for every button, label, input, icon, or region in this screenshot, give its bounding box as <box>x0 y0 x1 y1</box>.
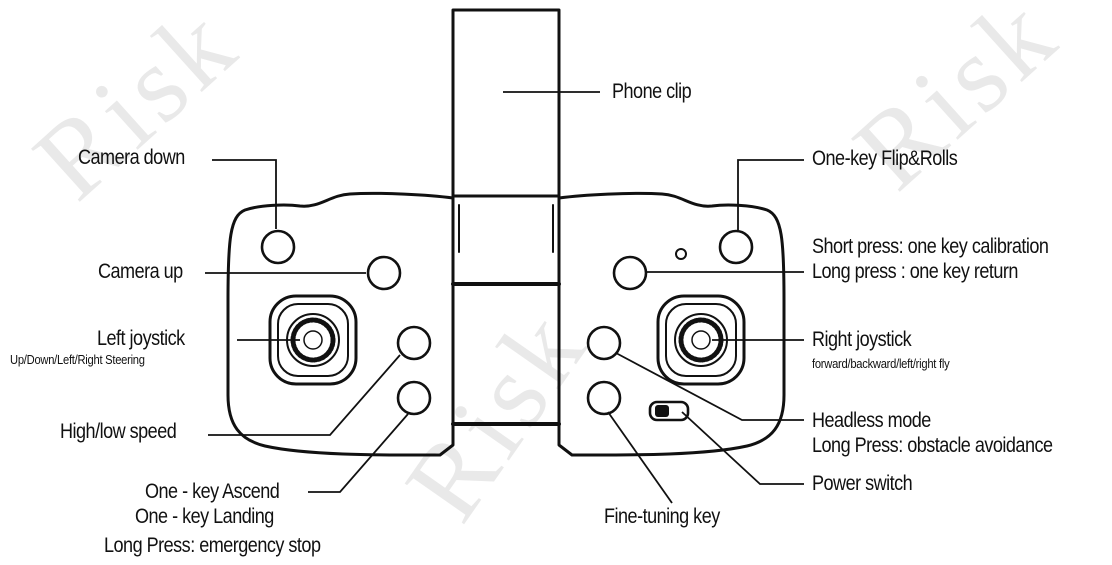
flip-rolls-leader <box>737 159 804 230</box>
flip-rolls-label: One-key Flip&Rolls <box>812 147 958 170</box>
fine-tuning-label: Fine-tuning key <box>604 505 720 528</box>
ascend-label: One - key Ascend <box>145 480 280 503</box>
clip-arm <box>451 194 561 286</box>
landing-label: One - key Landing <box>135 505 274 528</box>
power-switch-leader <box>681 411 804 485</box>
right-joystick-desc: forward/backward/left/right fly <box>812 356 950 371</box>
high-low-speed-button <box>396 325 432 361</box>
ascend-landing-button <box>396 380 432 416</box>
camera-down-button <box>260 229 296 265</box>
phone-clip-label: Phone clip <box>612 80 692 103</box>
headless-mode-label: Headless mode <box>812 409 931 432</box>
calibration-label: Short press: one key calibration <box>812 235 1049 258</box>
indicator-led <box>675 248 687 260</box>
flip-rolls-button <box>718 229 754 265</box>
ascend-leader <box>308 413 409 493</box>
high-low-speed-leader <box>208 354 401 436</box>
headless-leader <box>615 352 804 421</box>
right-joystick-label: Right joystick <box>812 328 912 351</box>
right-body <box>557 191 786 457</box>
left-joystick-label: Left joystick <box>97 327 185 350</box>
emergency-stop-label: Long Press: emergency stop <box>104 534 321 557</box>
left-joystick-desc: Up/Down/Left/Right Steering <box>10 352 145 367</box>
fine-tuning-leader <box>607 411 673 504</box>
camera-down-leader <box>212 159 277 229</box>
headless-mode-button <box>586 325 622 361</box>
return-label: Long press : one key return <box>812 260 1018 283</box>
obstacle-avoidance-label: Long Press: obstacle avoidance <box>812 434 1053 457</box>
left-body <box>226 191 455 457</box>
camera-up-button <box>366 255 402 291</box>
calibration-return-button <box>612 255 648 291</box>
fine-tuning-button <box>586 380 622 416</box>
clip-center <box>451 282 561 426</box>
camera-down-label: Camera down <box>78 146 185 169</box>
power-switch <box>648 400 690 422</box>
camera-up-label: Camera up <box>98 260 183 283</box>
phone-clip <box>451 8 561 198</box>
high-low-speed-label: High/low speed <box>60 420 177 443</box>
power-switch-label: Power switch <box>812 472 913 495</box>
